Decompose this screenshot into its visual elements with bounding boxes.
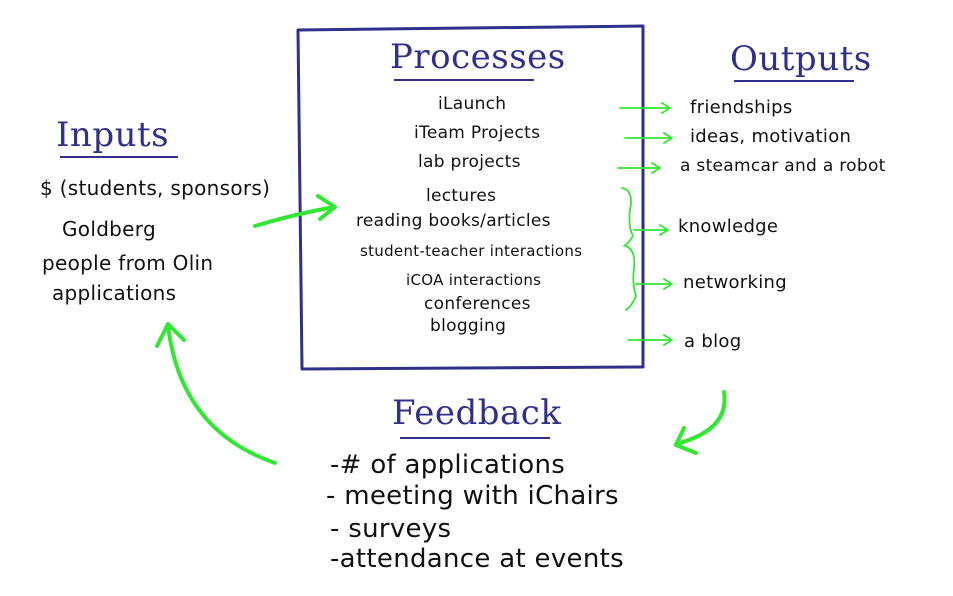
process-item-blogging: blogging (430, 316, 507, 336)
process-item-ilaunch: iLaunch (438, 94, 507, 114)
feedback-to-inputs-arrowhead (155, 322, 186, 348)
networking-bracket (625, 245, 637, 311)
output-arrows (617, 102, 673, 346)
process-item-lectures: lectures (426, 186, 497, 206)
outputs-to-feedback-arrowhead (674, 426, 698, 455)
inputs-heading: Inputs (56, 115, 170, 155)
feedback-heading: Feedback (392, 393, 562, 433)
process-item-lab-projects: lab projects (418, 152, 521, 172)
processes-box (296, 24, 645, 371)
inputs-underline (60, 156, 178, 158)
processes-underline (394, 79, 534, 81)
knowledge-arrow (633, 224, 669, 236)
inputs-item-applications: applications (52, 281, 177, 305)
output-item-networking: networking (683, 272, 787, 293)
output-item-ideas: ideas, motivation (690, 126, 852, 147)
ideas-arrow (624, 132, 673, 144)
feedback-underline (400, 437, 550, 439)
feedback-item-attendance: -attendance at events (330, 544, 624, 574)
feedback-to-inputs-arrow (166, 323, 277, 465)
inputs-to-processes-arrow (253, 205, 336, 228)
friendships-arrow (619, 102, 671, 114)
outputs-underline (734, 80, 854, 82)
feedback-item-applications: -# of applications (330, 450, 566, 480)
inputs-item-funding: $ (students, sponsors) (40, 176, 271, 200)
process-item-student-teacher: student-teacher interactions (360, 242, 583, 260)
processes-heading: Processes (390, 37, 566, 77)
inputs-item-goldberg: Goldberg (62, 217, 156, 241)
output-item-blog: a blog (684, 331, 742, 352)
process-item-iteam-projects: iTeam Projects (414, 123, 541, 143)
outputs-heading: Outputs (730, 39, 872, 79)
output-item-friendships: friendships (690, 97, 793, 118)
knowledge-bracket (621, 187, 634, 247)
feedback-item-surveys: - surveys (330, 514, 452, 544)
steamcar-arrow (617, 162, 661, 174)
networking-arrow (635, 278, 673, 290)
inputs-item-people: people from Olin (42, 251, 214, 275)
output-item-steamcar: a steamcar and a robot (680, 156, 886, 176)
blog-arrow (627, 334, 673, 346)
process-item-icoa: iCOA interactions (406, 271, 542, 289)
output-item-knowledge: knowledge (678, 216, 779, 237)
process-item-reading: reading books/articles (356, 211, 551, 231)
process-item-conferences: conferences (424, 294, 531, 314)
inputs-to-processes-arrowhead (316, 194, 337, 221)
outputs-to-feedback-arrow (674, 390, 727, 446)
feedback-item-ichairs: - meeting with iChairs (326, 481, 619, 511)
